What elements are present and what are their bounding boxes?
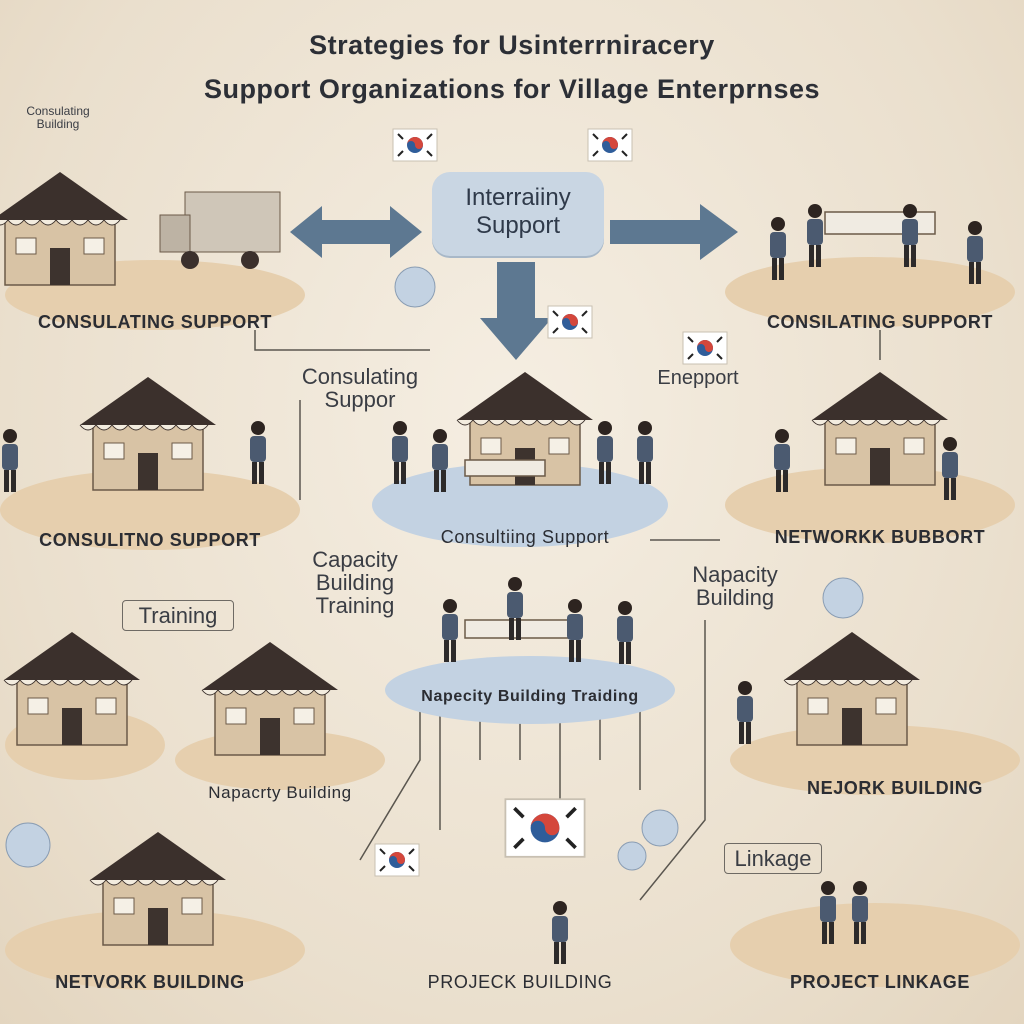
- truck-icon: [159, 191, 281, 269]
- arrow-left-right-icon: [290, 206, 422, 258]
- center-hub-line-2: Support: [475, 212, 561, 239]
- float-training: Training: [122, 600, 234, 632]
- float-linkage: Linkage: [724, 843, 822, 875]
- arrow-down-icon: [480, 262, 552, 360]
- label-mid-right: NETWORKK BUBBORT: [774, 527, 986, 547]
- center-hub: Interraiiny Support: [432, 172, 604, 256]
- title-line-2: Support Organizations for Village Enterp…: [203, 74, 821, 104]
- center-hub-line-1: Interraiiny: [465, 184, 571, 211]
- label-center: Consultiing Support: [440, 527, 610, 547]
- title-line-1: Strategies for Usinterrniracery: [309, 30, 715, 60]
- arrow-right-icon: [610, 204, 738, 260]
- label-mid-left: CONSULITNO SUPPORT: [39, 530, 261, 550]
- label-top-right: CONSILATING SUPPORT: [766, 312, 994, 332]
- float-consulting-building: Consulating Building: [26, 104, 90, 131]
- label-lower-right: NEJORK BUILDING: [806, 778, 983, 798]
- label-lower-left-center: Napacrty Building: [208, 783, 352, 802]
- label-bottom-right: PROJECT LINKAGE: [789, 972, 971, 992]
- label-center-lower: Napecity Building Traiding: [421, 688, 639, 705]
- label-bottom-center: PROJECK BUILDING: [427, 972, 613, 992]
- float-enepport: Enepport: [657, 367, 739, 389]
- float-consulating-support: Consulating Suppor: [301, 364, 419, 413]
- label-top-left: CONSULATING SUPPORT: [37, 312, 273, 332]
- float-napacity-building: Napacity Building: [692, 562, 778, 611]
- label-bottom-left: NETVORK BUILDING: [55, 972, 245, 992]
- float-capacity-building-training: Capacity Building Training: [312, 547, 398, 619]
